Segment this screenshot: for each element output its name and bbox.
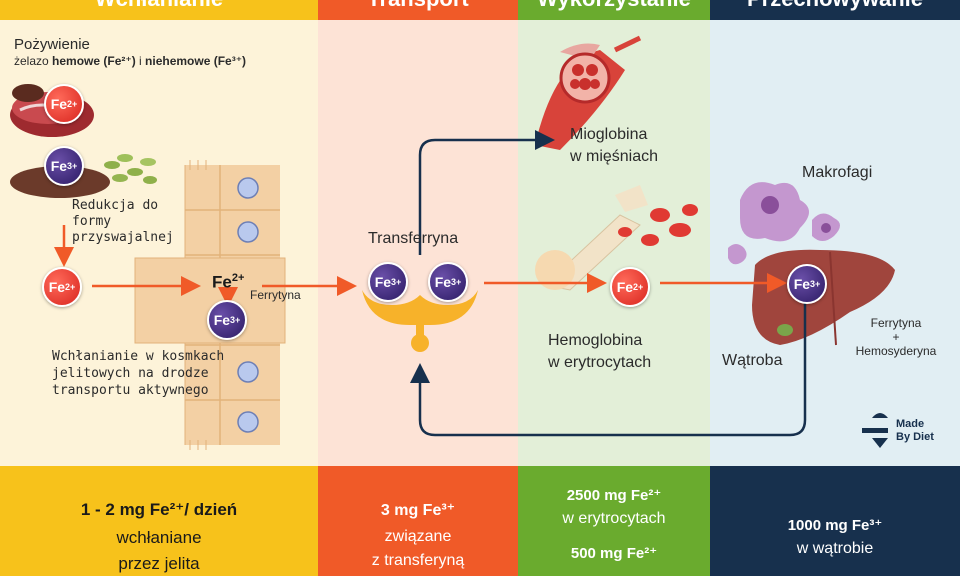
storage-label: Ferrytyna + Hemosyderyna: [836, 316, 956, 358]
ion-symbol: Fe: [50, 158, 68, 174]
storage-line1: Ferrytyna: [870, 316, 922, 330]
ion-symbol: Fe: [48, 279, 66, 295]
footer-absorption-line3: przez jelita: [118, 554, 200, 573]
transferrin-illustration: [362, 290, 478, 352]
ion-symbol: Fe: [374, 274, 392, 290]
food-mid: i: [135, 54, 146, 68]
hemoglobin-line1: Hemoglobina: [548, 332, 643, 349]
column-header-absorption: Wchłanianie: [0, 0, 318, 20]
footer-usage-amount1: 2500 mg Fe²⁺: [566, 487, 662, 504]
myoglobin-line1: Mioglobina: [570, 126, 648, 143]
liver-label: Wątroba: [722, 352, 783, 369]
brand-line2: By Diet: [896, 431, 934, 443]
intestine-villi-illustration: [134, 160, 286, 450]
ion-symbol: Fe: [616, 279, 634, 295]
footer-usage-amount2: 500 mg Fe²⁺: [570, 545, 658, 562]
myoglobin-line2: w mięśniach: [570, 148, 659, 165]
footer-transport: 3 mg Fe³⁺ związane z transferyną: [318, 466, 518, 576]
ferritin-small-label: Ferrytyna: [250, 288, 301, 302]
ion-charge: 2+: [231, 272, 245, 284]
column-header-transport: Transport: [318, 0, 518, 20]
footer-transport-line3: z transferyną: [371, 552, 465, 569]
macrophages-illustration: [728, 182, 840, 265]
footer-absorption-line2: wchłaniane: [116, 528, 202, 547]
reduction-label: Redukcja do formy przyswajalnej: [72, 198, 174, 246]
hemoglobin-label: Hemoglobina w erytrocytach: [548, 330, 651, 374]
ion-symbol: Fe: [50, 96, 68, 112]
storage-line2: Hemosyderyna: [855, 344, 937, 358]
ion-symbol: Fe: [213, 312, 231, 328]
footer-storage-amount: 1000 mg Fe³⁺: [787, 517, 883, 534]
absorption-line1: Wchłanianie w kosmkach: [52, 349, 225, 364]
ion-charge: 2+: [633, 282, 644, 292]
footer-absorption-amount: 1 - 2 mg Fe²⁺/ dzień: [80, 500, 238, 519]
red-blood-cells-illustration: [618, 204, 698, 246]
reduction-line1: Redukcja do: [72, 198, 159, 213]
ion-charge: 3+: [391, 277, 402, 287]
to-myoglobin-arrow: [418, 130, 555, 255]
food-subtitle: żelazo hemowe (Fe²⁺) i niehemowe (Fe³⁺): [14, 54, 246, 68]
ion-symbol: Fe: [793, 276, 811, 292]
absorption-label: Wchłanianie w kosmkach jelitowych na dro…: [52, 348, 224, 399]
ion-charge: 2+: [65, 282, 76, 292]
liver-illustration: [752, 249, 895, 346]
hemoglobin-line2: w erytrocytach: [548, 354, 652, 371]
footer-usage-line2: w erytrocytach: [562, 510, 666, 527]
bone-illustration: [535, 185, 648, 291]
brand-line1: Made: [896, 418, 925, 430]
muscle-illustration: [535, 35, 642, 150]
footer-storage-line2: w wątrobie: [796, 540, 874, 557]
absorption-line3: transportu aktywnego: [52, 383, 209, 398]
food-heme: hemowe (Fe²⁺): [52, 54, 136, 68]
footer-storage: 1000 mg Fe³⁺ w wątrobie: [710, 466, 960, 576]
reduction-line3: przyswajalnej: [72, 230, 174, 245]
footer-transport-line2: związane: [384, 528, 452, 545]
recycling-arrow: [410, 300, 807, 437]
ion-charge: 3+: [67, 161, 78, 171]
footer-transport-amount: 3 mg Fe³⁺: [380, 502, 456, 519]
fe2-label-enterocyte: Fe2+: [212, 272, 244, 293]
footer-usage: 2500 mg Fe²⁺ w erytrocytach 500 mg Fe²⁺: [518, 466, 710, 576]
myoglobin-label: Mioglobina w mięśniach: [570, 124, 658, 168]
ion-symbol: Fe: [434, 274, 452, 290]
macrophages-label: Makrofagi: [802, 164, 873, 181]
food-title: Pożywienie: [14, 36, 90, 53]
absorption-line2: jelitowych na drodze: [52, 366, 209, 381]
food-nonheme: niehemowe (Fe³⁺): [145, 54, 247, 68]
column-storage: Przechowywanie 1000 mg Fe³⁺ w wątrobie: [710, 0, 960, 576]
footer-absorption: 1 - 2 mg Fe²⁺/ dzień wchłaniane przez je…: [0, 466, 318, 576]
ion-charge: 3+: [451, 277, 462, 287]
reduction-line2: formy: [72, 214, 112, 229]
made-by-diet-logo: [862, 413, 888, 448]
ion-charge: 3+: [230, 315, 241, 325]
ion-charge: 3+: [810, 279, 821, 289]
ion-symbol: Fe: [212, 272, 232, 292]
food-prefix: żelazo: [14, 54, 53, 68]
column-header-storage: Przechowywanie: [710, 0, 960, 20]
transferrin-label: Transferryna: [368, 230, 459, 247]
storage-plus: +: [892, 330, 900, 344]
brand-text: Made By Diet: [896, 418, 934, 444]
ion-charge: 2+: [67, 99, 78, 109]
column-header-usage: Wykorzystanie: [518, 0, 710, 20]
